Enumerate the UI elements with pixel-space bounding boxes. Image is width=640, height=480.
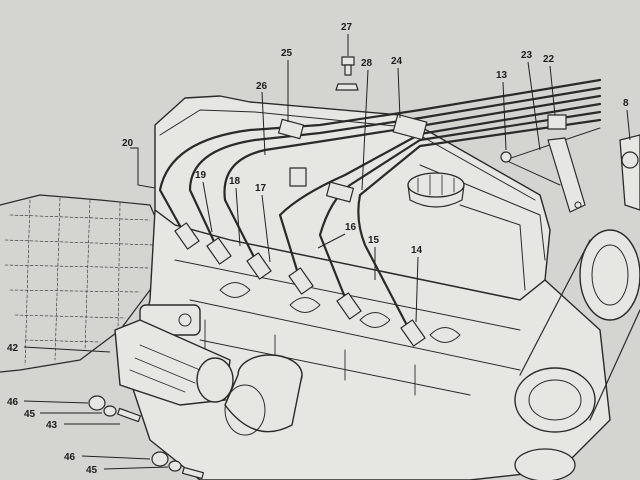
label-part-19: 19 xyxy=(195,170,207,181)
label-part-43: 43 xyxy=(46,420,58,431)
label-part-24: 24 xyxy=(391,56,403,67)
label-part-22: 22 xyxy=(543,54,555,65)
label-part-20: 20 xyxy=(122,138,134,149)
label-part-28: 28 xyxy=(361,58,373,69)
label-part-42: 42 xyxy=(7,343,19,354)
label-part-46-lower: 46 xyxy=(64,452,76,463)
coil-bracket xyxy=(547,137,586,213)
bolt-and-nut xyxy=(335,56,359,91)
label-part-8: 8 xyxy=(623,98,629,109)
spark-plug-boots xyxy=(174,222,426,347)
label-part-13: 13 xyxy=(496,70,508,81)
oil-filler-cap xyxy=(407,172,465,208)
leader-lines xyxy=(23,34,631,470)
starter-motor xyxy=(114,304,234,406)
label-part-14: 14 xyxy=(411,245,423,256)
label-part-17: 17 xyxy=(255,183,267,194)
oil-filter xyxy=(224,354,303,436)
distributor xyxy=(619,134,640,211)
callout-labels: 27 25 28 24 23 22 13 8 26 20 19 18 17 16… xyxy=(7,22,629,476)
lead-clamps xyxy=(277,113,567,203)
label-part-26: 26 xyxy=(256,81,268,92)
label-part-46-upper: 46 xyxy=(7,397,19,408)
ignition-leads xyxy=(158,78,602,337)
label-part-27: 27 xyxy=(341,22,353,33)
label-part-45-upper: 45 xyxy=(24,409,36,420)
label-part-23: 23 xyxy=(521,50,533,61)
label-part-16: 16 xyxy=(345,222,357,233)
label-part-18: 18 xyxy=(229,176,241,187)
starter-fasteners xyxy=(88,395,205,480)
water-pump-pulley xyxy=(514,229,640,480)
label-part-45-lower: 45 xyxy=(86,465,98,476)
label-part-15: 15 xyxy=(368,235,380,246)
label-part-25: 25 xyxy=(281,48,293,59)
